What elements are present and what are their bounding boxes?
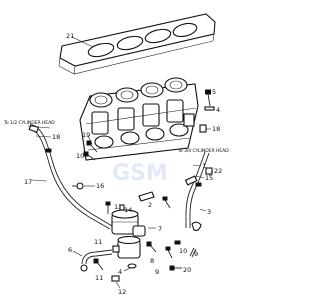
- nut-12: [111, 275, 120, 282]
- watermark-logo: GSM: [112, 161, 168, 186]
- hose-clamp-16: [72, 182, 84, 190]
- clamp-right-lower: [191, 221, 202, 231]
- label-to-34-cylinder-head: To 3/4 CYLINDER HEAD: [177, 148, 229, 154]
- callout-19: 19: [82, 131, 90, 139]
- clip-9: [189, 247, 197, 258]
- screw-19: [86, 140, 98, 153]
- fitting-1: [184, 175, 198, 186]
- breather-hose-right: [185, 151, 206, 228]
- callout-22: 22: [214, 167, 222, 175]
- washer-9-right: [174, 240, 181, 245]
- callout-20: 20: [183, 266, 191, 274]
- bracket-2: [138, 191, 155, 202]
- callout-9-lower: 9: [155, 268, 159, 276]
- callout-18-right: 18: [212, 125, 220, 133]
- callout-4-lower: 4: [118, 268, 122, 276]
- callout-5: 5: [212, 88, 216, 96]
- heat-insulator-plate: [58, 13, 216, 75]
- washer-4-lower: [127, 263, 137, 269]
- callout-11-left: 11: [95, 274, 103, 282]
- fitting-18-right: [199, 124, 207, 133]
- bolt-5: [205, 89, 211, 107]
- callout-8: 8: [150, 257, 154, 265]
- callout-9-right: 9: [194, 250, 198, 258]
- diaphragm-valve: [112, 235, 141, 259]
- callout-12: 12: [118, 288, 126, 296]
- callout-7: 7: [158, 225, 162, 233]
- breather-hose-left: [36, 127, 113, 227]
- screw-10-left: [83, 151, 96, 161]
- fitting-22: [205, 167, 213, 175]
- callout-15: 15: [205, 174, 213, 182]
- bolt-13: [105, 201, 111, 214]
- hose-clip: [45, 148, 52, 153]
- callout-18: 18: [52, 133, 60, 141]
- callout-14: 14: [124, 206, 132, 214]
- air-cutoff-valve: [111, 209, 146, 237]
- bolt-8: [146, 241, 157, 253]
- callout-11-upper: 11: [94, 238, 102, 246]
- label-to-12-cylinder-head: To 1/2 CYLINDER HEAD: [3, 120, 55, 126]
- bolt-20: [169, 265, 182, 271]
- collar-14: [119, 204, 125, 211]
- callout-10-right: 10: [179, 247, 187, 255]
- callout-4-top: 4: [216, 106, 220, 114]
- callout-6: 6: [68, 246, 72, 254]
- vacuum-pipe-left: [81, 249, 113, 265]
- exploded-parts-diagram: GSM 21 5: [3, 13, 229, 296]
- washer-4: [204, 106, 215, 111]
- callout-17: 17: [24, 178, 32, 186]
- callout-10-left: 10: [76, 152, 84, 160]
- bolt-13-right: [162, 196, 171, 209]
- carburetor-assembly: [79, 77, 199, 161]
- callout-13: 13: [114, 203, 122, 211]
- clip-15: [195, 182, 202, 187]
- callout-21: 21: [66, 32, 74, 40]
- callout-2: 2: [148, 201, 152, 209]
- screw-11-left: [93, 258, 104, 271]
- callout-3: 3: [207, 208, 211, 216]
- callout-16: 16: [96, 182, 104, 190]
- screw-10-right: [165, 246, 173, 259]
- pipe-end-6: [80, 264, 88, 272]
